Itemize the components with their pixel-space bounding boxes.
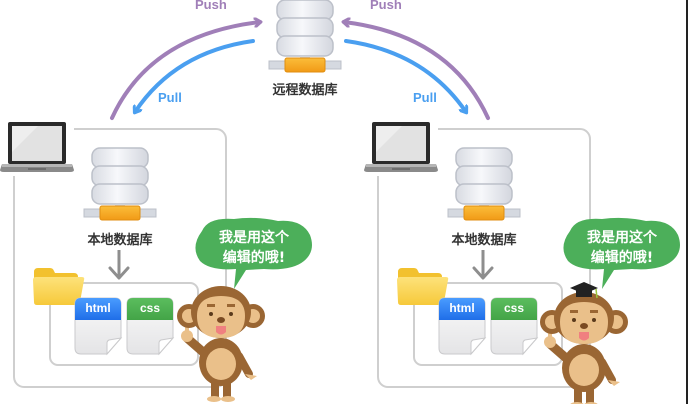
client-left [0, 120, 312, 402]
pull-arrow-right [344, 39, 466, 112]
speech-line-1: 我是用这个 [587, 230, 657, 246]
html-file-label: html [85, 301, 111, 315]
pull-label-left: Pull [158, 90, 182, 105]
css-file-label: css [139, 301, 161, 315]
speech-line-1: 我是用这个 [219, 230, 289, 246]
push-arrow-left [110, 22, 260, 120]
speech-bubble-text: 我是用这个 编辑的哦! [564, 228, 680, 268]
local-database-label: 本地数据库 [451, 233, 517, 248]
right-edge-border [686, 0, 688, 404]
pull-arrow-left [135, 39, 255, 112]
laptop-icon [364, 120, 438, 176]
client-right [364, 120, 680, 404]
html-file-icon [74, 297, 122, 355]
css-file-icon [490, 297, 538, 355]
local-database-label: 本地数据库 [87, 233, 153, 248]
pull-label-right: Pull [413, 90, 437, 105]
remote-database-label: 远程数据库 [272, 83, 338, 98]
monkey-character [177, 286, 265, 402]
html-file-label: html [449, 301, 475, 315]
down-arrow-icon [108, 250, 130, 280]
push-label-right: Push [370, 0, 402, 12]
speech-line-2: 编辑的哦! [222, 250, 286, 266]
css-file-label: css [503, 301, 525, 315]
push-arrow-right [344, 22, 490, 120]
remote-database-icon [268, 0, 342, 73]
local-database-icon [83, 147, 157, 221]
speech-bubble-text: 我是用这个 编辑的哦! [196, 228, 312, 268]
speech-line-2: 编辑的哦! [590, 250, 654, 266]
laptop-icon [0, 120, 74, 176]
css-file-icon [126, 297, 174, 355]
push-label-left: Push [195, 0, 227, 12]
html-file-icon [438, 297, 486, 355]
down-arrow-icon [472, 250, 494, 280]
local-database-icon [447, 147, 521, 221]
graduation-cap-icon [570, 282, 598, 299]
